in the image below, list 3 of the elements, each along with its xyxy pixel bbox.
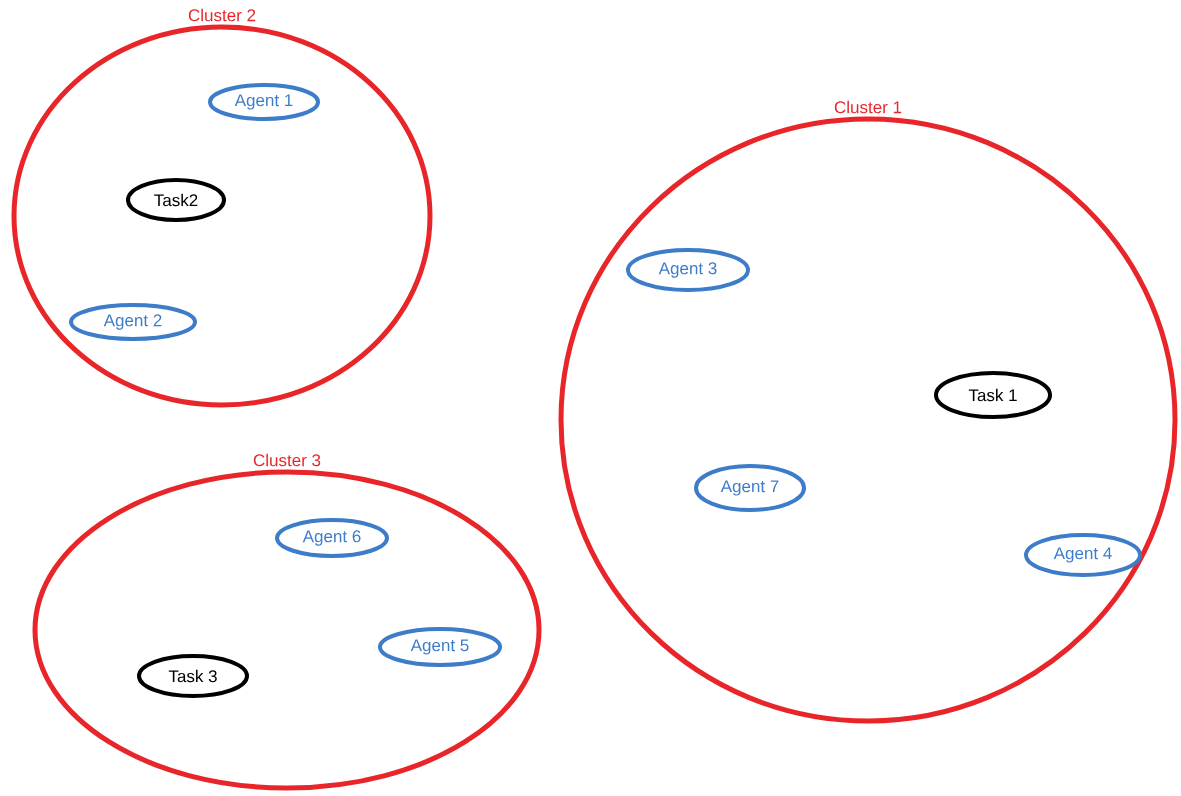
node-label: Cluster 3 xyxy=(253,453,321,467)
node-label: Cluster 2 xyxy=(188,8,256,22)
node-label: Cluster 1 xyxy=(834,100,902,114)
